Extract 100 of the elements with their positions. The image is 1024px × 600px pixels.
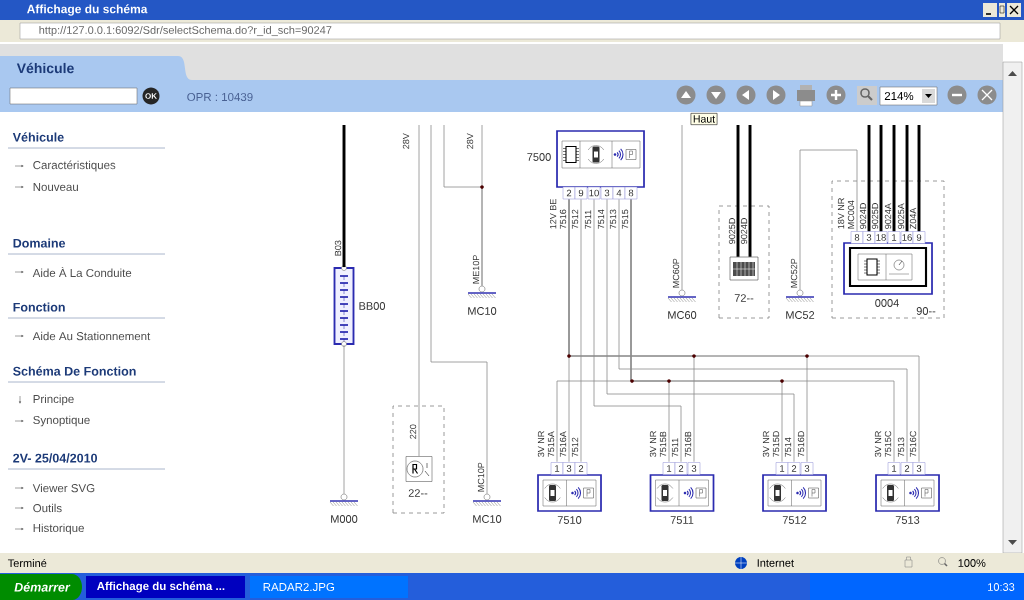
wire-label: 7513 [609,208,617,230]
wire-label: 7516C [909,430,917,458]
pin-number: 8 [850,231,864,244]
wire [343,344,345,495]
wire [867,125,871,232]
address-field: http://127.0.0.1:6092/Sdr/selectSchema.do?r_id_sch=90247 [19,22,1001,40]
wire-label: Z04A [909,207,917,230]
pin-number: 9 [912,231,926,244]
breadcrumb-text: OPR : 10439 [187,92,253,102]
pin-number: 4 [612,186,626,200]
zoom-dropdown: 214% [879,86,938,106]
node-label: 7511 [670,516,694,524]
tab: Véhicule [0,56,192,80]
sidebar-link: Outils [33,503,62,513]
ok-button: OK [142,87,160,105]
node-label: 7510 [557,516,582,524]
sidebar-link: Aide Au Stationnement [32,331,151,341]
sensor-box: 7512 [762,474,827,524]
pin-number: 2 [787,462,801,475]
wire-label: 7515 [621,208,629,230]
pin-number: 18 [874,231,888,244]
wire-label: 9024D [859,202,867,230]
sidebar-heading: Fonction [13,302,65,312]
sidebar-heading: Schéma De Fonction [13,366,136,376]
pin-number: 10 [587,186,601,200]
display-unit-box: 0004 [843,242,933,307]
wire-label: 3V NR [537,430,545,458]
sensor-box: 7511 [649,474,715,524]
sidebar-heading: 2V- 25/04/2010 [13,453,97,463]
sidebar-link: Principe [33,394,74,406]
taskbar-button: RADAR2.JPG [250,576,408,598]
pin-number: 9 [574,186,588,200]
wire [418,124,420,457]
sidebar-heading: Véhicule [12,132,64,142]
wire-label: 9025D [871,202,879,230]
sensor-box: 7513 [875,474,940,524]
pin-number: 2 [674,462,688,475]
pin-number: 2 [574,462,588,475]
ground-label: ME10P [472,254,480,285]
wire [736,125,740,257]
wire [681,124,683,291]
fuse-block: BB00 [333,265,386,347]
sidebar-heading: Domaine [13,238,66,248]
pin-number: 1 [550,462,564,475]
ground-label: MC10P [477,461,485,493]
sidebar-link: Nouveau [33,183,78,191]
pin-number: 1 [887,231,901,244]
wire-label: 7511 [671,437,679,458]
wire-label: 7515B [659,430,667,458]
node-label: 7500 [527,153,551,161]
reverse-switch-icon [405,456,433,482]
wire-label: 7516D [797,430,805,458]
wire-label: 9025D [728,217,736,245]
wire-label: 7513 [897,436,905,458]
pin-number: 3 [687,462,701,475]
wire [443,124,483,287]
zoom-level: 100% [958,559,986,567]
wire-label: 7512 [571,436,579,458]
clock: 10:33 [988,583,1015,591]
taskbar-button: Affichage du schéma ... [86,576,245,598]
wire [892,125,896,232]
sidebar-link: Synoptique [33,415,90,427]
status-text: Terminé [7,558,47,568]
sidebar-link: Historique [33,523,84,535]
pin-number: 3 [912,462,926,475]
wire-label: 3V NR [874,430,882,458]
pin-number: 16 [900,231,914,244]
pin-number: 8 [624,186,638,200]
pin-number: 1 [775,462,789,475]
control-unit-box: 7500 [527,130,645,188]
wire-label: 7515A [547,430,555,458]
wire-label: 12V BE [549,198,557,230]
wire-label: B03 [334,239,342,257]
wire-label: 9025A [897,202,905,230]
sensor-box: 7510 [537,474,602,524]
window-title: Affichage du schéma [27,4,148,16]
pin-number: 2 [562,186,576,200]
wire-label: 7515C [884,430,892,458]
wire-label: 7514 [597,208,605,230]
wire [606,198,795,463]
sidebar-link: Viewer SVG [32,483,95,493]
wire-label: 7514 [784,436,792,458]
pin-number: 3 [862,231,876,244]
node-label: 0004 [875,299,899,307]
wire-label: 7516A [559,430,567,458]
wire [580,198,582,463]
wire-label: 7512 [571,208,579,230]
ground-label: MC60P [672,257,680,289]
node-label: 7513 [895,516,920,524]
sidebar-link: Aide À La Conduite [32,266,132,278]
wire [917,125,921,232]
wire-label: 9024A [884,202,892,230]
wire [879,125,883,232]
start-button: Démarrer [0,574,82,600]
wire-label: 7511 [584,209,592,230]
pin-number: 1 [887,462,901,475]
ground-label: MC52P [790,257,798,289]
wire-label: 7515D [772,430,780,458]
wire [568,198,920,463]
node-label: 7512 [782,516,807,524]
